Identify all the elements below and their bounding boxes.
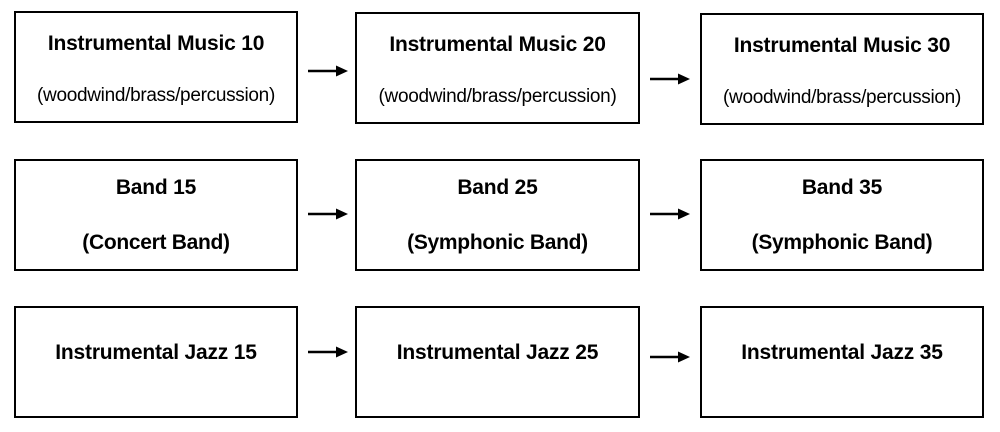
course-subtitle: (Symphonic Band) bbox=[407, 231, 588, 254]
course-title: Band 15 bbox=[115, 176, 197, 199]
course-box-band-25: Band 25 (Symphonic Band) bbox=[355, 159, 640, 271]
right-arrow-icon bbox=[650, 208, 690, 220]
course-title: Instrumental Jazz 35 bbox=[741, 340, 943, 364]
right-arrow-icon bbox=[650, 351, 690, 363]
course-title: Instrumental Jazz 15 bbox=[55, 340, 257, 364]
course-title: Instrumental Music 10 bbox=[47, 32, 265, 55]
course-title: Band 25 bbox=[457, 176, 538, 199]
right-arrow-icon bbox=[308, 346, 348, 358]
course-subtitle: (Concert Band) bbox=[82, 231, 230, 254]
course-box-instrumental-jazz-25: Instrumental Jazz 25 bbox=[355, 306, 640, 418]
right-arrow-icon bbox=[650, 73, 690, 85]
course-title: Instrumental Music 20 bbox=[389, 33, 606, 56]
course-box-instrumental-music-30: Instrumental Music 30 (woodwind/brass/pe… bbox=[700, 13, 984, 125]
course-subtitle: (woodwind/brass/percussion) bbox=[378, 86, 617, 107]
course-box-band-15: Band 15 (Concert Band) bbox=[14, 159, 298, 271]
right-arrow-icon bbox=[308, 65, 348, 77]
course-box-instrumental-music-10: Instrumental Music 10 (woodwind/brass/pe… bbox=[14, 11, 298, 123]
course-subtitle: (Symphonic Band) bbox=[751, 231, 933, 254]
course-title: Instrumental Jazz 25 bbox=[396, 340, 599, 364]
course-box-instrumental-music-20: Instrumental Music 20 (woodwind/brass/pe… bbox=[355, 12, 640, 124]
course-box-band-35: Band 35 (Symphonic Band) bbox=[700, 159, 984, 271]
course-box-instrumental-jazz-15: Instrumental Jazz 15 bbox=[14, 306, 298, 418]
right-arrow-icon bbox=[308, 208, 348, 220]
course-subtitle: (woodwind/brass/percussion) bbox=[37, 85, 275, 106]
course-title: Instrumental Music 30 bbox=[733, 34, 951, 57]
course-title: Band 35 bbox=[801, 176, 883, 199]
course-box-instrumental-jazz-35: Instrumental Jazz 35 bbox=[700, 306, 984, 418]
course-subtitle: (woodwind/brass/percussion) bbox=[723, 87, 961, 108]
